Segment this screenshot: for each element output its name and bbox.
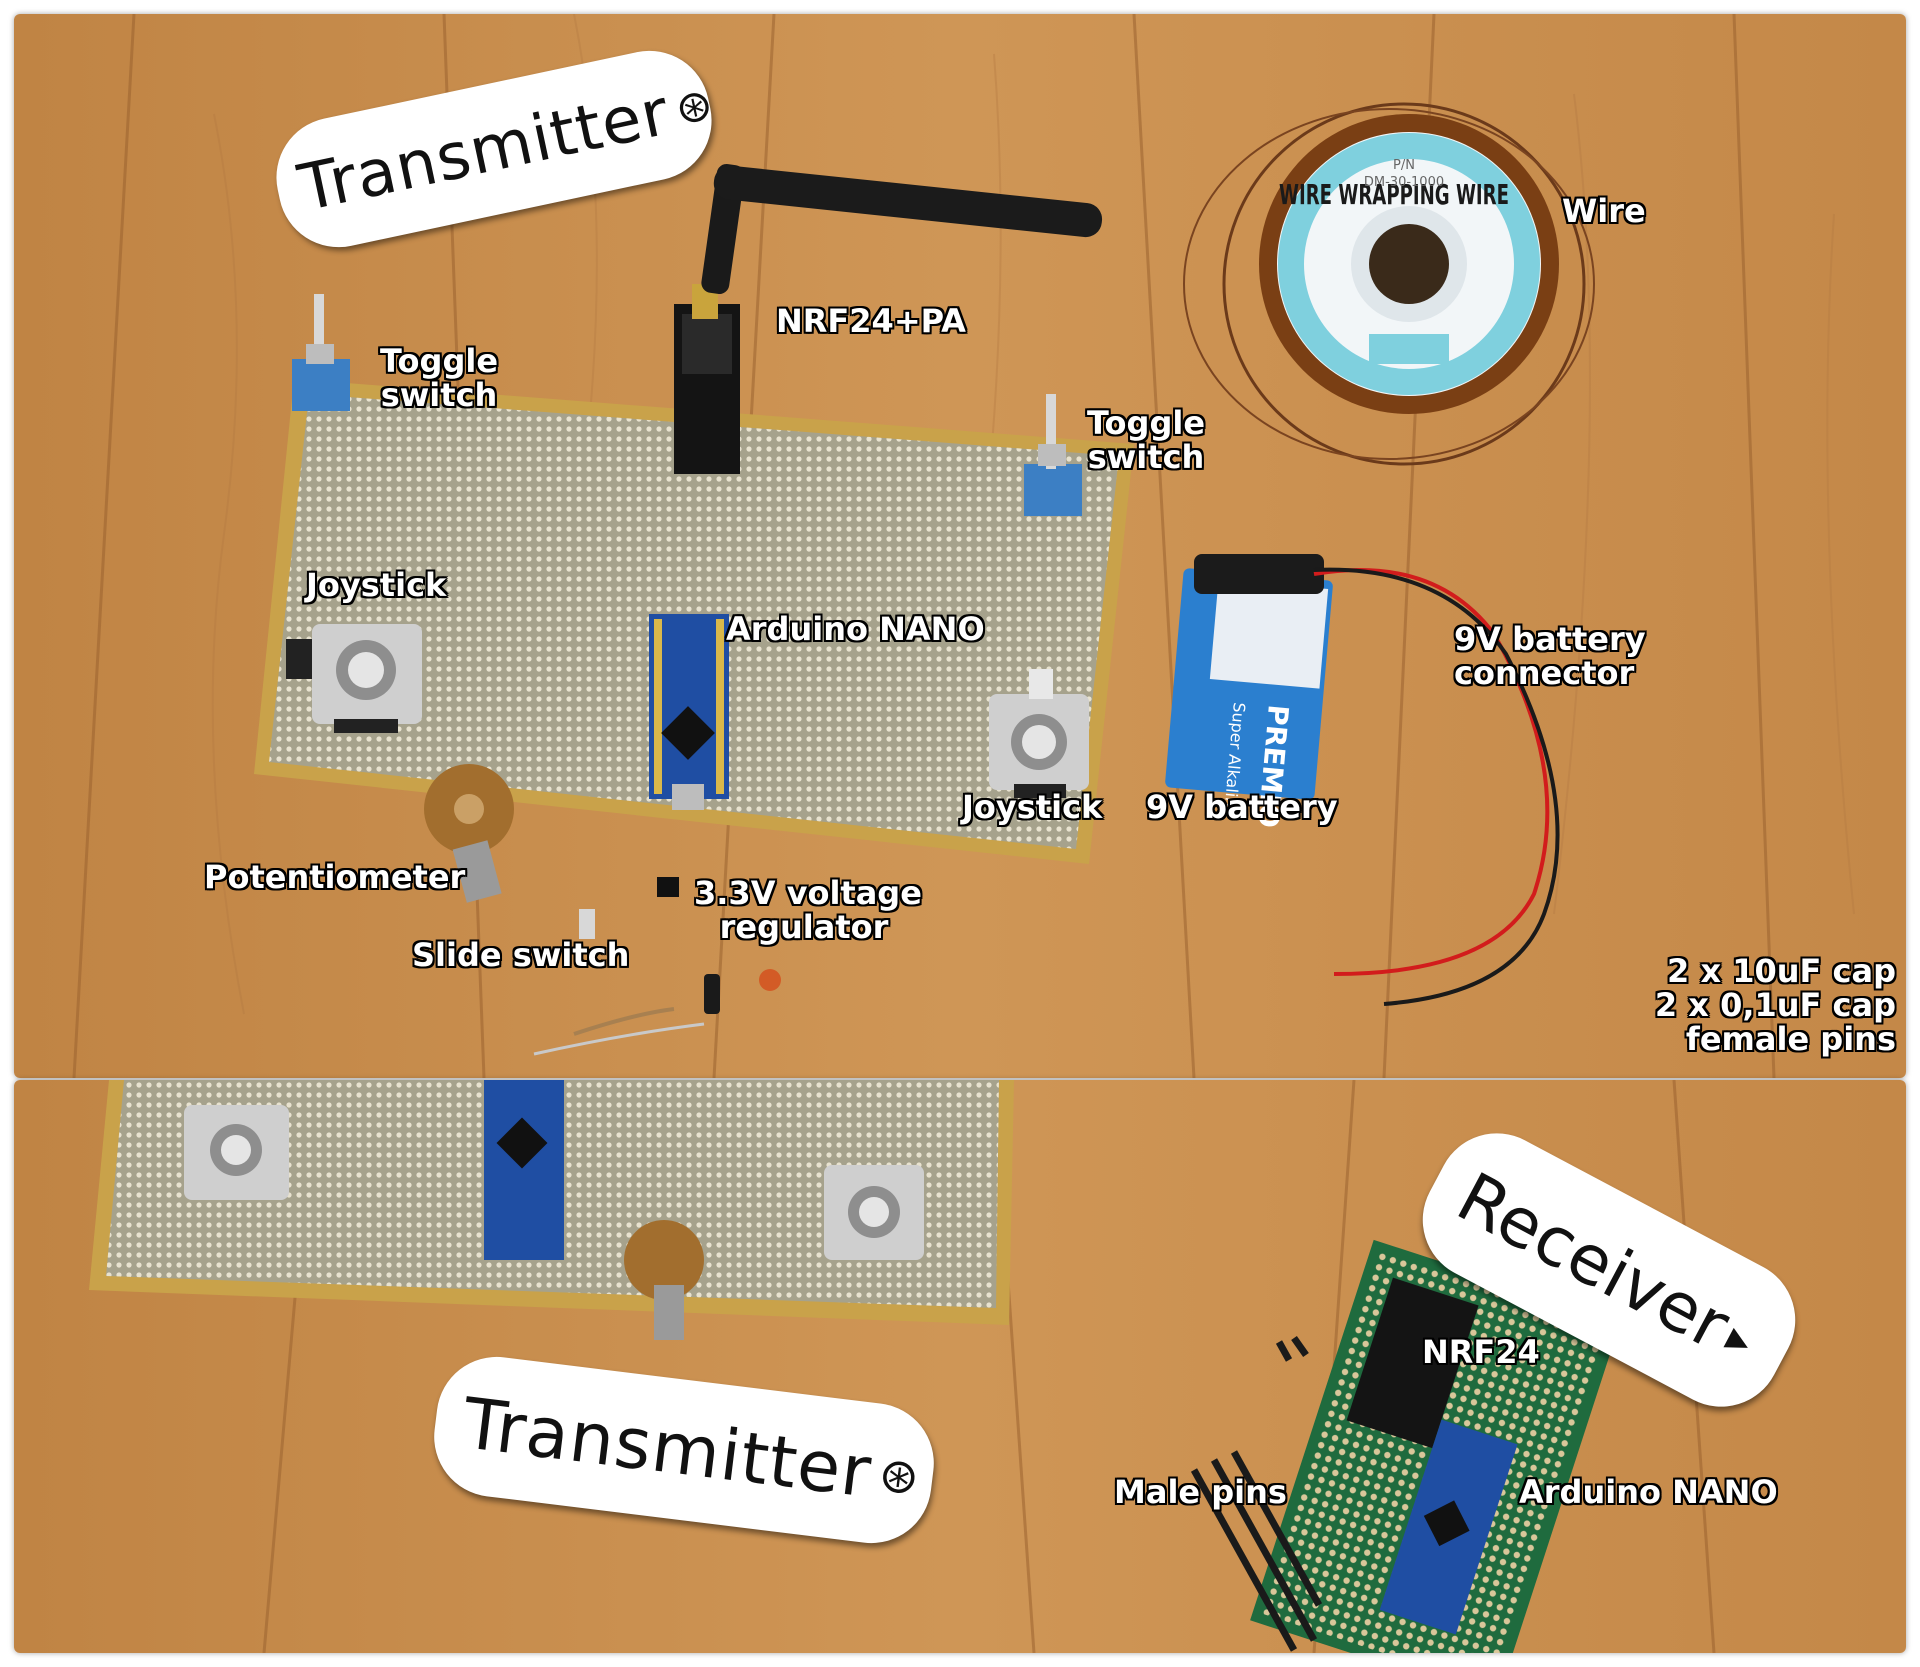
label-joystick-right: Joystick (962, 788, 1103, 826)
spool-model-text: DM-30-1000 (1364, 175, 1444, 190)
spool-pn-text: P/N (1393, 158, 1415, 173)
top-photo-scene: PREMIO Super Alkaline WIRE WRAPPING WIRE… (14, 14, 1906, 1078)
label-battery: 9V battery (1146, 788, 1338, 826)
label-joystick-left: Joystick (306, 566, 447, 604)
label-potentiometer: Potentiometer (204, 858, 466, 896)
transmitter-components-photo: PREMIO Super Alkaline WIRE WRAPPING WIRE… (14, 14, 1906, 1078)
toggle-switch-right (1024, 394, 1082, 516)
label-nrf24: NRF24 (1422, 1333, 1540, 1371)
receiver-perfboard (1250, 1239, 1621, 1653)
nine-volt-battery (1165, 554, 1333, 800)
joystick-left (286, 624, 422, 733)
toggle-switch-left (292, 294, 350, 411)
potentiometer-bottom (624, 1220, 704, 1340)
label-nrf24-pa: NRF24+PA (776, 302, 966, 340)
male-pin-headers (1190, 1335, 1323, 1652)
antenna-tower-icon-bottom: ⊛ (875, 1446, 923, 1507)
potentiometer (424, 764, 514, 903)
transmitter-sticker-bottom-text: Transmitter (458, 1382, 876, 1514)
nrf24-pa-module (674, 163, 1103, 474)
spool-ring-text: WIRE WRAPPING WIRE (1279, 178, 1509, 211)
label-wire: Wire (1562, 192, 1646, 230)
small-components (533, 877, 781, 1056)
bottom-photo-scene (14, 1080, 1906, 1653)
joystick-bottom-right (824, 1165, 924, 1260)
joystick-right (989, 669, 1089, 798)
label-slide-switch: Slide switch (412, 936, 630, 974)
label-arduino-nano-bottom: Arduino NANO (1519, 1473, 1778, 1511)
joystick-bottom-left (184, 1105, 289, 1200)
wire-wrapping-spool (1183, 102, 1595, 466)
receiver-and-transmitter-photo: Transmitter ⊛ Receiver ▸ NRF24 Male pins… (14, 1080, 1906, 1653)
battery-connector-wires (1313, 567, 1560, 1006)
arduino-nano-bottom-left (484, 1080, 564, 1260)
arduino-nano-board (649, 614, 729, 810)
label-male-pins: Male pins (1114, 1473, 1287, 1511)
label-arduino-nano-top: Arduino NANO (726, 610, 985, 648)
